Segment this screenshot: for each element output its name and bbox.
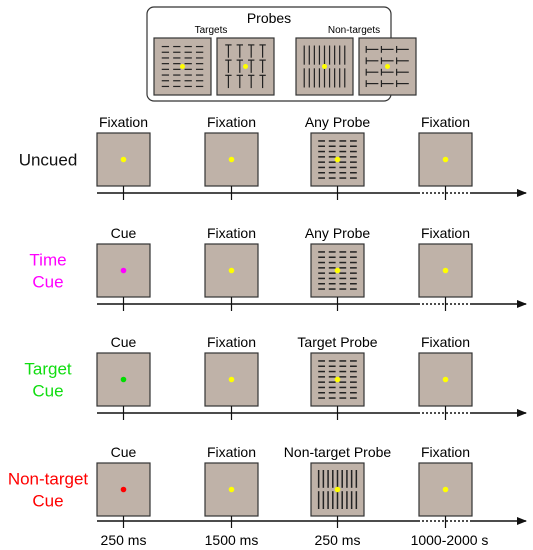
duration-label: 1500 ms: [205, 532, 259, 548]
condition-label: Cue: [32, 273, 63, 292]
duration-label: 250 ms: [101, 532, 147, 548]
duration-label: 250 ms: [315, 532, 361, 548]
probe-examples: [153, 37, 417, 96]
probe-example: [216, 37, 275, 96]
fixation-dot: [228, 156, 235, 163]
trial-frame: Fixation: [96, 114, 151, 200]
fixation-dot: [442, 376, 449, 383]
trial-frame: Non-target Probe: [284, 444, 392, 528]
frame-title: Fixation: [421, 444, 470, 460]
trial-frame: Fixation: [204, 225, 259, 311]
condition-label: Time: [29, 251, 66, 270]
fixation-dot: [120, 156, 127, 163]
frame-title: Fixation: [421, 334, 470, 350]
trial-frame: Fixation: [418, 114, 473, 200]
probe-example: [295, 37, 354, 96]
probe-example: [358, 37, 417, 96]
trial-frame: Target Probe: [297, 334, 378, 420]
condition-label: Cue: [32, 492, 63, 511]
frame-title: Cue: [111, 444, 137, 460]
fixation-dot: [334, 376, 341, 383]
probes-title: Probes: [247, 10, 291, 26]
frame-title: Cue: [111, 225, 137, 241]
duration-labels: 250 ms 1500 ms 250 ms 1000-2000 s: [101, 532, 489, 548]
fixation-dot: [322, 64, 327, 69]
stimulus-screen: [216, 37, 275, 96]
fixation-dot: [442, 267, 449, 274]
trial-frame: Fixation: [204, 444, 259, 528]
trial-frame: Any Probe: [305, 114, 371, 200]
frame-title: Cue: [111, 334, 137, 350]
condition-label: Uncued: [19, 151, 78, 170]
frame-title: Fixation: [207, 444, 256, 460]
stimulus-screen: [96, 243, 151, 298]
fixation-dot: [180, 64, 185, 69]
condition-row: Uncued Fixation Fixation Any Probe Fixation: [19, 114, 527, 200]
frame-title: Target Probe: [297, 334, 377, 350]
trial-frame: Cue: [96, 334, 151, 420]
condition-label: Non-target: [8, 470, 89, 489]
fixation-dot: [334, 267, 341, 274]
trial-frame: Cue: [96, 225, 151, 311]
frame-title: Non-target Probe: [284, 444, 392, 460]
trial-frame: Any Probe: [305, 225, 371, 311]
probes-panel: Probes Targets Non-targets: [146, 6, 417, 102]
fixation-dot: [228, 376, 235, 383]
frame-title: Fixation: [207, 225, 256, 241]
targets-label: Targets: [195, 25, 228, 36]
frame-title: Any Probe: [305, 225, 371, 241]
trial-frame: Fixation: [418, 225, 473, 311]
frame-title: Fixation: [207, 114, 256, 130]
frame-title: Fixation: [207, 334, 256, 350]
fixation-dot: [385, 64, 390, 69]
frame-title: Fixation: [421, 114, 470, 130]
condition-label: Target: [24, 360, 72, 379]
trial-frame: Fixation: [418, 334, 473, 420]
fixation-dot: [442, 156, 449, 163]
non-targets-label: Non-targets: [328, 25, 380, 36]
frame-title: Fixation: [421, 225, 470, 241]
fixation-dot: [442, 486, 449, 493]
trial-frame: Fixation: [418, 444, 473, 528]
fixation-dot: [334, 156, 341, 163]
condition-label: Cue: [32, 382, 63, 401]
fixation-dot: [228, 267, 235, 274]
frame-title: Any Probe: [305, 114, 371, 130]
fixation-dot: [120, 486, 127, 493]
fixation-dot: [120, 376, 127, 383]
trial-frame: Fixation: [204, 114, 259, 200]
duration-label: 1000-2000 s: [411, 532, 489, 548]
fixation-dot: [228, 486, 235, 493]
trial-frame: Fixation: [204, 334, 259, 420]
fixation-dot: [334, 486, 341, 493]
trial-frame: Cue: [96, 444, 151, 528]
fixation-dot: [243, 64, 248, 69]
fixation-dot: [120, 267, 127, 274]
probe-example: [153, 37, 212, 96]
frame-title: Fixation: [99, 114, 148, 130]
